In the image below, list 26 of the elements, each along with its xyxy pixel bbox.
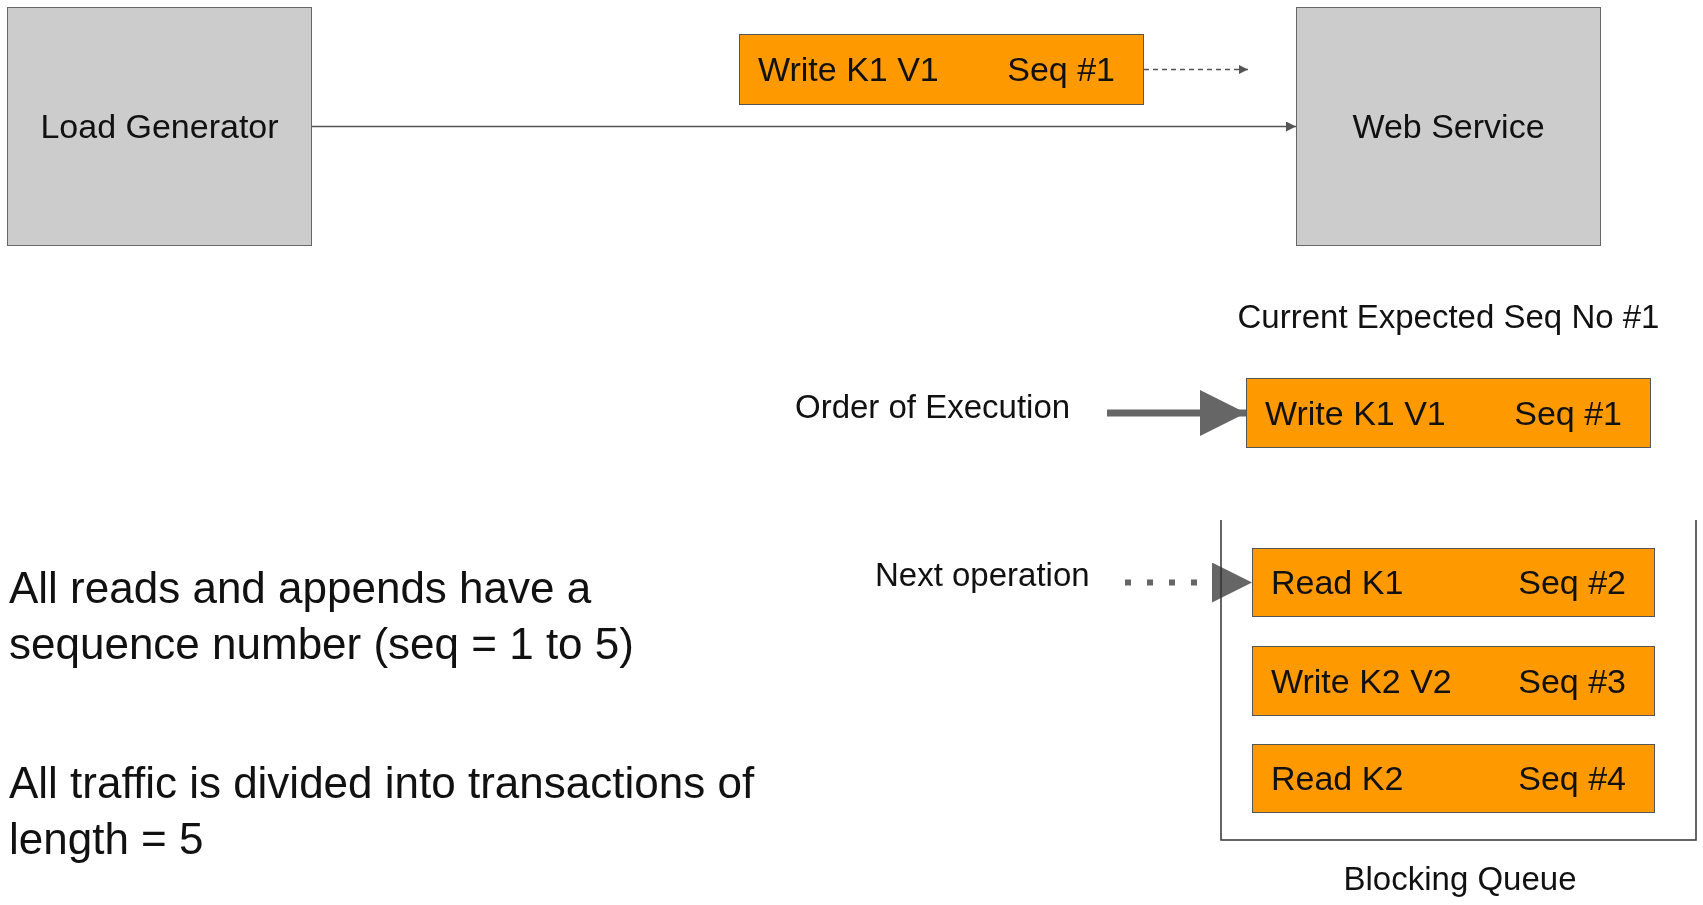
arrow: [1143, 65, 1249, 74]
sequence-label: Seq #1: [1007, 50, 1115, 89]
text-label: Order of Execution: [795, 388, 1107, 432]
text-label: Next operation: [875, 556, 1125, 600]
note-text: All traffic is divided into transactions of length = 5: [9, 757, 756, 865]
operation-box: [1252, 548, 1655, 617]
process-box: Load Generator: [7, 7, 312, 246]
sequence-label: Seq #3: [1518, 661, 1626, 701]
operation-box: [1246, 378, 1651, 448]
status-caption: Current Expected Seq No #1: [1236, 298, 1661, 336]
operation-label: Read K2: [1271, 759, 1404, 798]
process-box: Web Service: [1296, 7, 1601, 246]
sequence-label: Seq #1: [1514, 393, 1622, 433]
note-text: All reads and appends have a sequence number (seq = 1 to 5): [9, 562, 635, 670]
queue-title: Blocking Queue: [1342, 860, 1578, 898]
operation-label: Write K1 V1: [1265, 393, 1446, 433]
operation-label: Write K2 V2: [1271, 661, 1452, 701]
operation-box: [1252, 646, 1655, 716]
sequence-label: Seq #4: [1518, 759, 1626, 798]
arrow: [1125, 562, 1252, 603]
operation-label: Read K1: [1271, 563, 1404, 602]
operation-box: [739, 34, 1144, 105]
operation-box: [1252, 744, 1655, 813]
arrow: [311, 121, 1297, 132]
operation-label: Write K1 V1: [758, 50, 939, 89]
sequence-label: Seq #2: [1518, 563, 1626, 602]
